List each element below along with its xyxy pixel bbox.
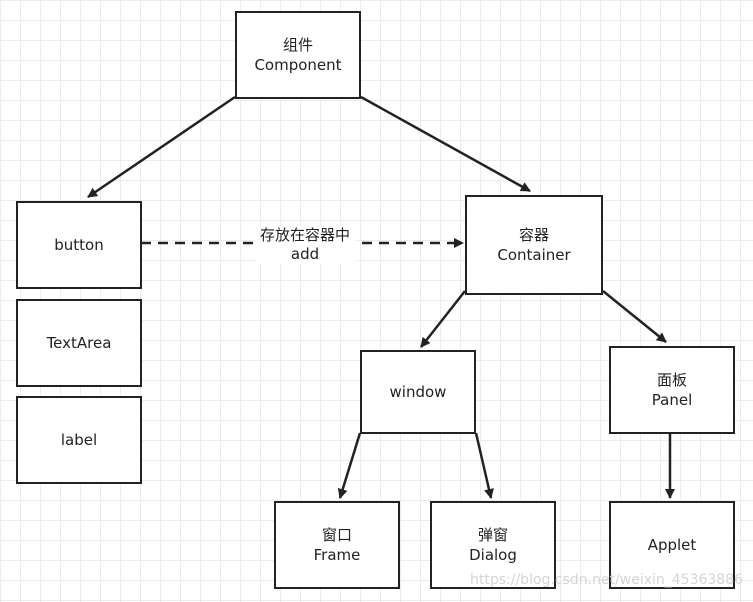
watermark: https://blog.csdn.net/weixin_45363886 xyxy=(470,572,744,588)
node-button-title: button xyxy=(54,236,104,254)
edge-label-add: 存放在容器中 add xyxy=(255,226,355,264)
node-frame-title-cn: 窗口 xyxy=(321,526,352,544)
node-label: label xyxy=(16,396,142,484)
node-label-title: label xyxy=(60,431,98,449)
node-container: 容器 Container xyxy=(465,195,603,295)
node-frame-title-en: Frame xyxy=(313,546,361,564)
node-panel-title-en: Panel xyxy=(651,391,693,409)
node-panel: 面板 Panel xyxy=(609,346,735,434)
edge-component-button xyxy=(87,95,236,199)
edge-label-add-cn: 存放在容器中 xyxy=(259,226,350,244)
node-dialog: 弹窗 Dialog xyxy=(430,501,556,589)
node-window: window xyxy=(360,350,476,434)
edge-label-add-en: add xyxy=(290,245,320,263)
edge-container-window xyxy=(420,290,466,348)
node-applet: Applet xyxy=(609,501,735,589)
edge-component-container xyxy=(360,95,531,193)
node-panel-title-cn: 面板 xyxy=(656,371,687,389)
node-dialog-title-cn: 弹窗 xyxy=(477,526,508,544)
node-component-title-en: Component xyxy=(254,56,342,74)
edge-window-dialog xyxy=(474,432,494,499)
node-container-title-en: Container xyxy=(497,246,571,264)
node-window-title: window xyxy=(389,383,447,401)
node-textarea: TextArea xyxy=(16,299,142,387)
node-dialog-title-en: Dialog xyxy=(469,546,517,564)
node-component-title-cn: 组件 xyxy=(282,36,313,54)
node-frame: 窗口 Frame xyxy=(274,501,400,589)
node-component: 组件 Component xyxy=(235,11,361,99)
edge-window-frame xyxy=(337,432,362,499)
node-textarea-title: TextArea xyxy=(46,334,112,352)
node-button: button xyxy=(16,201,142,289)
node-container-title-cn: 容器 xyxy=(518,226,549,244)
node-applet-title: Applet xyxy=(647,536,697,554)
edge-container-panel xyxy=(602,290,667,343)
